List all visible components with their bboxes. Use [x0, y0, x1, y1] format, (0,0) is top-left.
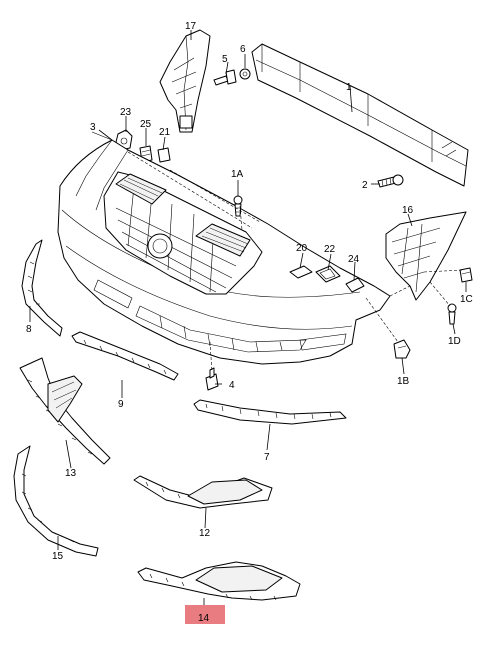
- part-1-impact-bar: [251, 43, 469, 187]
- callout-8: 8: [26, 324, 32, 335]
- callout-9: 9: [118, 399, 124, 410]
- callout-1B: 1B: [397, 376, 410, 387]
- part-4-bolt: [205, 367, 219, 391]
- callout-24: 24: [348, 254, 360, 265]
- callout-5: 5: [222, 54, 228, 65]
- callout-3: 3: [90, 122, 96, 133]
- part-7-lower-strip: [193, 399, 347, 425]
- callout-17: 17: [185, 21, 197, 32]
- callout-21: 21: [159, 127, 171, 138]
- assembly-lines: [127, 151, 465, 373]
- callout-6: 6: [240, 44, 246, 55]
- callout-20: 20: [296, 243, 308, 254]
- callout-1A: 1A: [231, 169, 244, 180]
- callout-14: 14: [198, 613, 210, 624]
- part-1C-clip: [459, 267, 473, 283]
- part-21-clip: [157, 147, 171, 163]
- callout-15: 15: [52, 551, 64, 562]
- part-3-bumper-corner: [91, 131, 113, 141]
- part-2-screw: [377, 174, 404, 188]
- part-1A-screw: [233, 195, 243, 217]
- callout-25: 25: [140, 119, 152, 130]
- callout-4: 4: [229, 380, 235, 391]
- part-20-cover: [289, 265, 313, 279]
- callout-labels: 1 2 3 4 5 6 7 8 9 12 13 14 15 16 17 20 2…: [26, 21, 473, 624]
- part-8-side-trim: [21, 239, 63, 337]
- callout-1: 1: [346, 82, 352, 93]
- callout-23: 23: [120, 107, 132, 118]
- callout-1D: 1D: [448, 336, 461, 347]
- leader-lines: [29, 30, 467, 612]
- callout-22: 22: [324, 244, 336, 255]
- callout-2: 2: [362, 180, 368, 191]
- part-1B-clip: [393, 339, 411, 359]
- callout-13: 13: [65, 468, 77, 479]
- part-15-lower-shield: [13, 445, 99, 557]
- callout-16: 16: [402, 205, 414, 216]
- part-14-undertray: [137, 561, 301, 601]
- callout-1C: 1C: [460, 294, 473, 305]
- part-17-bracket: [159, 29, 211, 133]
- highlight-box: [185, 605, 225, 624]
- part-6-nut: [239, 68, 251, 80]
- part-13-splash-shield: [19, 357, 111, 465]
- part-12-underbody-shield: [133, 475, 273, 509]
- callout-7: 7: [264, 452, 270, 463]
- part-16-guide-bracket: [385, 211, 467, 301]
- part-9-trim-strip: [71, 331, 179, 381]
- part-5-bolt: [213, 69, 237, 86]
- radiator-grille: [103, 171, 263, 295]
- part-1D-screw: [447, 303, 457, 325]
- part-22-cover: [315, 265, 341, 283]
- callout-12: 12: [199, 528, 211, 539]
